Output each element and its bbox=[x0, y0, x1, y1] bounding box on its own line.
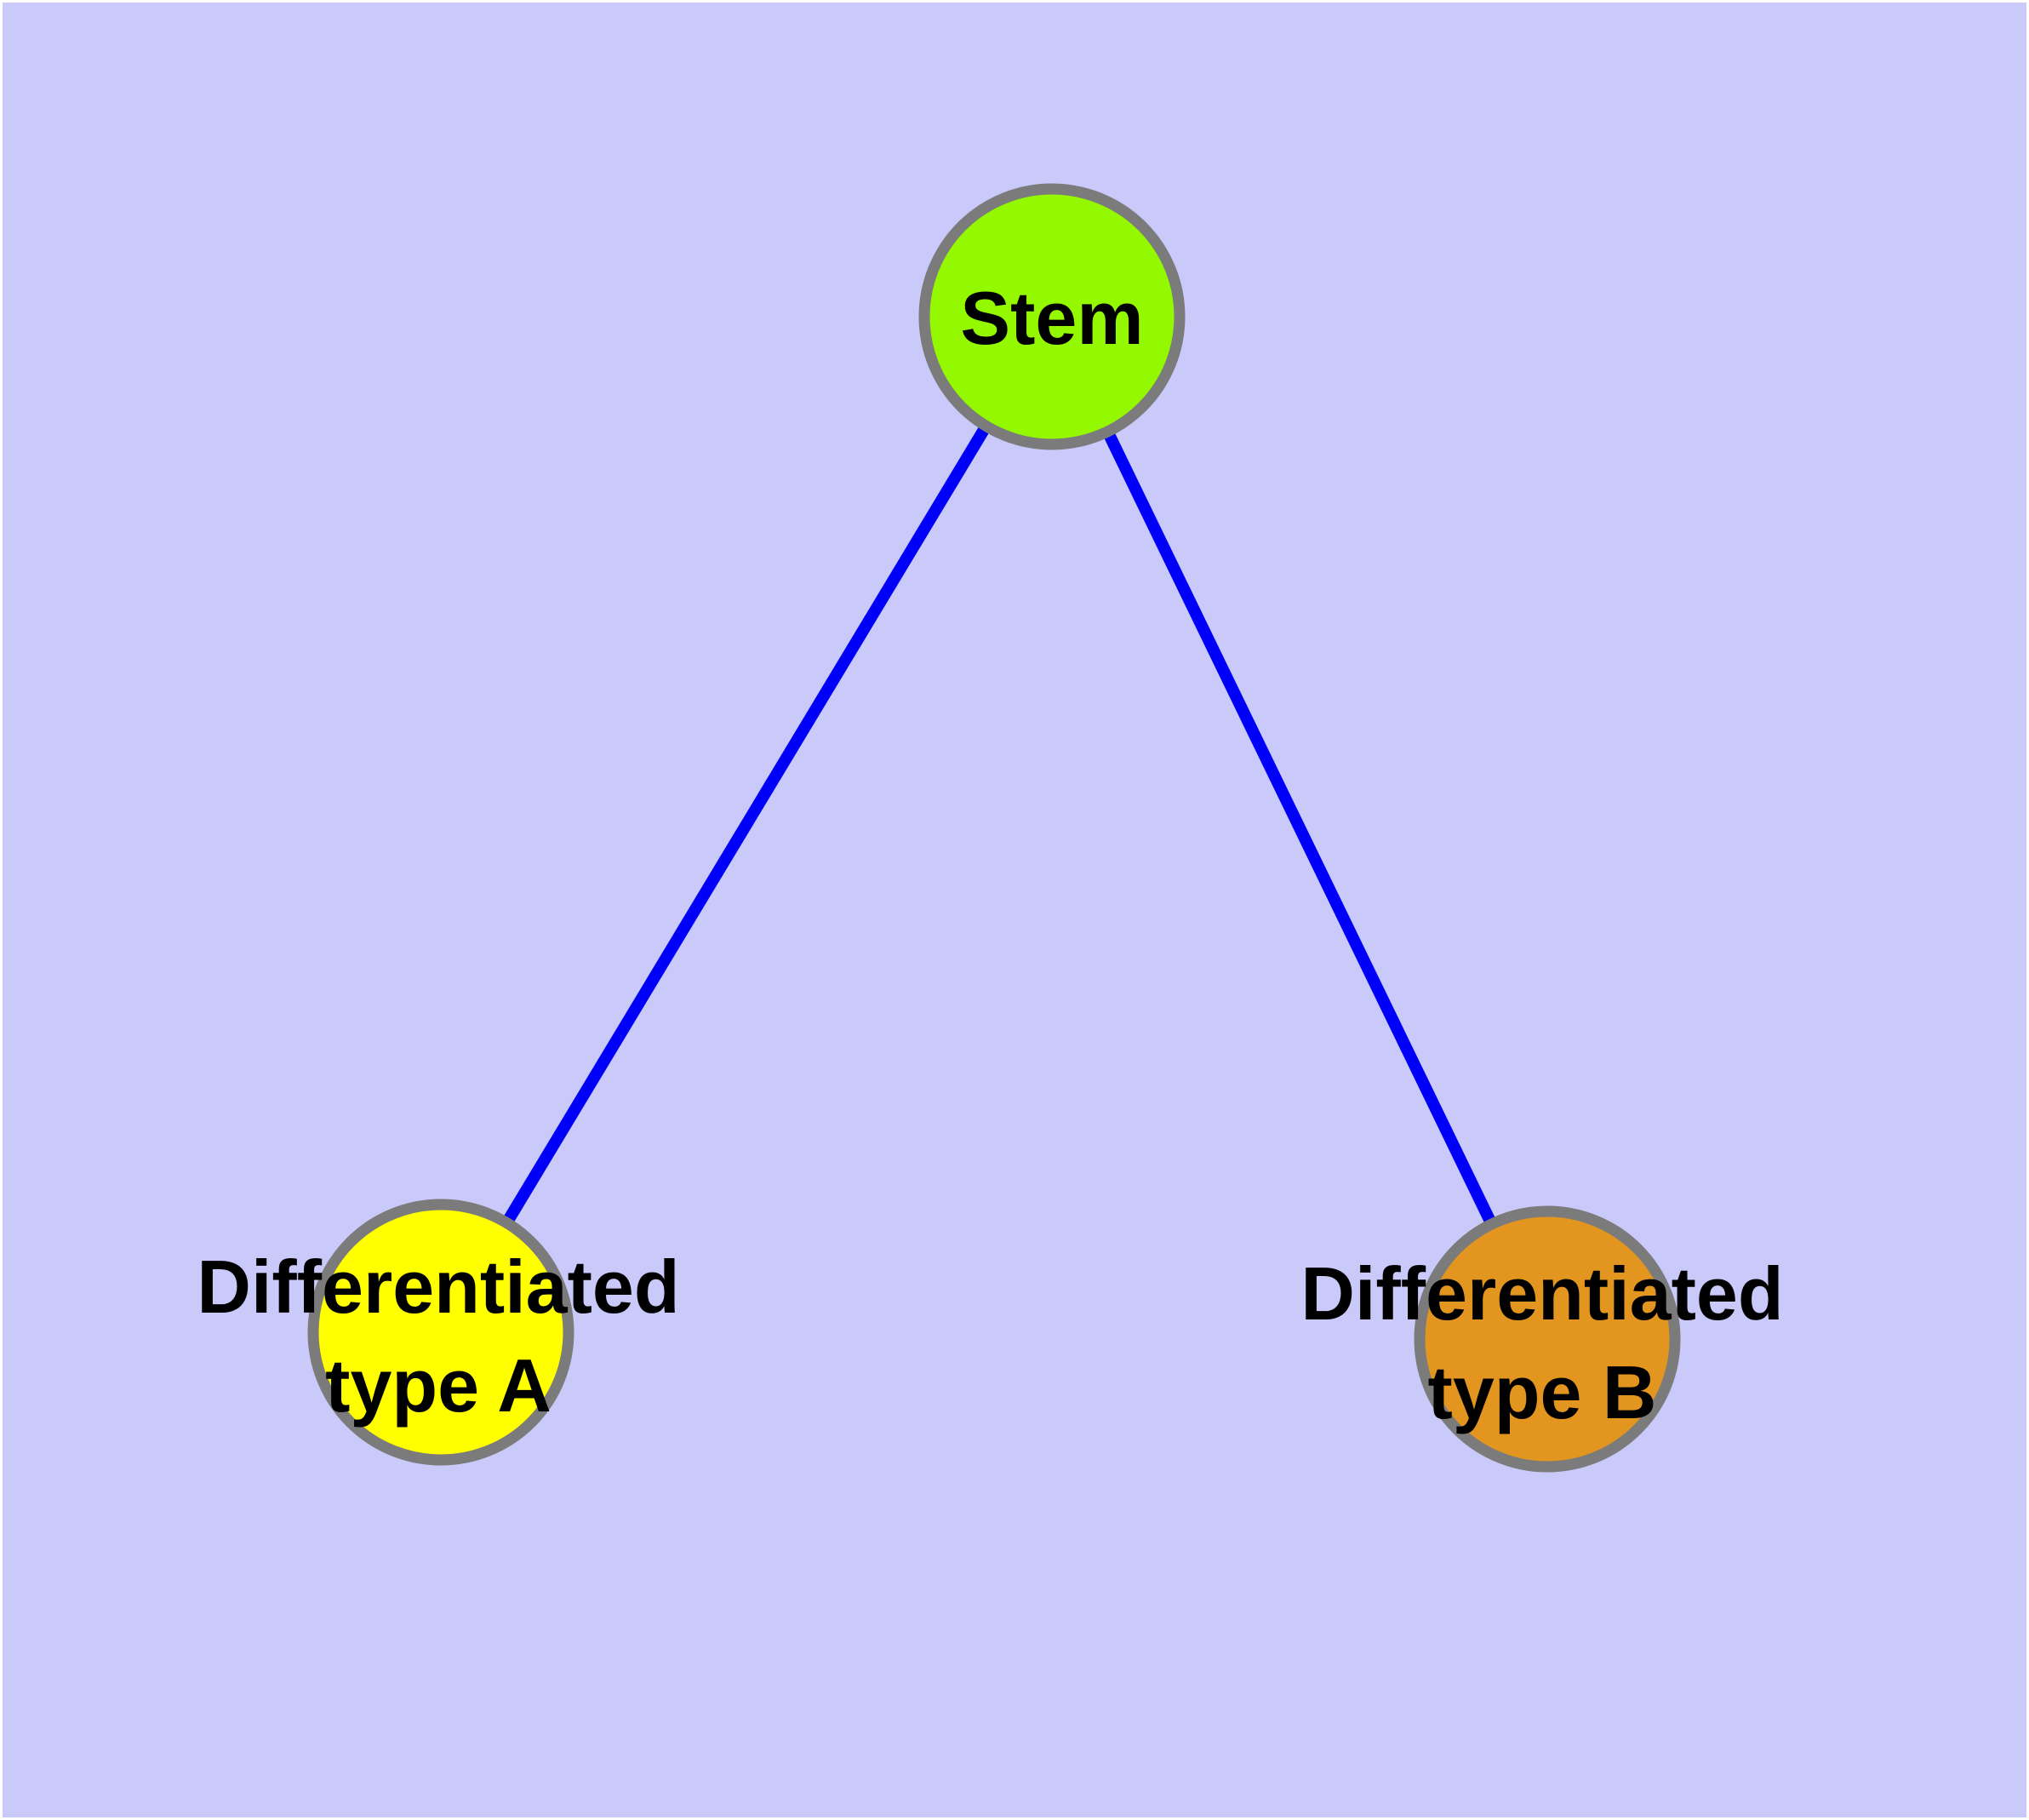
node-type-b-label-line1: Differentiated bbox=[1300, 1251, 1783, 1336]
edge-stem-to-type-b bbox=[1046, 313, 1553, 1342]
node-differentiated-type-a bbox=[307, 1199, 574, 1466]
node-stem-label: Stem bbox=[960, 276, 1143, 360]
node-type-a-label-line2: type A bbox=[325, 1343, 552, 1428]
node-differentiated-type-b bbox=[1414, 1205, 1681, 1473]
node-stem bbox=[918, 183, 1186, 450]
node-type-a-label-line1: Differentiated bbox=[197, 1245, 679, 1329]
edge-stem-to-type-a bbox=[436, 313, 1057, 1336]
node-type-b-label-line2: type B bbox=[1428, 1350, 1657, 1434]
